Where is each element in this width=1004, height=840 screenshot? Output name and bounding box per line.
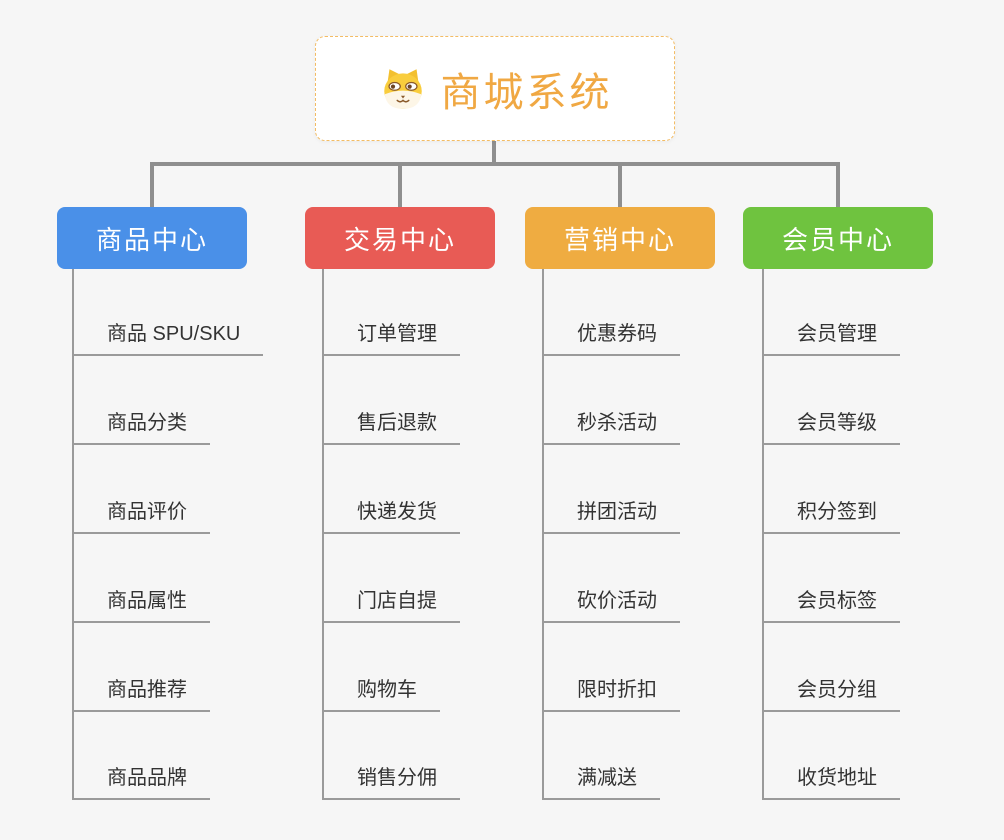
branch-product-center[interactable]: 商品中心 xyxy=(57,207,247,269)
leaf-express-shipping[interactable]: 快递发货 xyxy=(322,498,460,534)
leaf-group-buy[interactable]: 拼团活动 xyxy=(542,498,680,534)
leaf-member-level[interactable]: 会员等级 xyxy=(762,409,900,445)
branch-trade-center[interactable]: 交易中心 xyxy=(305,207,495,269)
leaf-sales-commission[interactable]: 销售分佣 xyxy=(322,764,460,800)
leaf-order-management[interactable]: 订单管理 xyxy=(322,320,460,356)
leaf-member-group[interactable]: 会员分组 xyxy=(762,676,900,712)
branch-trunk-line xyxy=(72,269,74,800)
leaf-shopping-cart[interactable]: 购物车 xyxy=(322,676,440,712)
branch-label: 营销中心 xyxy=(563,224,676,255)
shiba-dog-icon xyxy=(383,68,422,109)
root-node-label: 商城系统 xyxy=(440,70,613,115)
leaf-product-spu-sku[interactable]: 商品 SPU/SKU xyxy=(72,320,264,356)
connector-root-stub xyxy=(492,141,496,164)
leaf-product-recommend[interactable]: 商品推荐 xyxy=(72,676,210,712)
branch-marketing-center[interactable]: 营销中心 xyxy=(525,207,715,269)
leaf-shipping-address[interactable]: 收货地址 xyxy=(762,764,900,800)
leaf-limited-time-discount[interactable]: 限时折扣 xyxy=(542,676,680,712)
leaf-flash-sale[interactable]: 秒杀活动 xyxy=(542,409,680,445)
leaf-bargain-activity[interactable]: 砍价活动 xyxy=(542,587,680,623)
leaf-full-reduction[interactable]: 满减送 xyxy=(542,764,660,800)
branch-member-center[interactable]: 会员中心 xyxy=(743,207,933,269)
leaf-member-tag[interactable]: 会员标签 xyxy=(762,587,900,623)
branch-label: 商品中心 xyxy=(95,224,208,255)
branch-trunk-line xyxy=(322,269,324,800)
branch-trunk-line xyxy=(762,269,764,800)
branch-trunk-line xyxy=(542,269,544,800)
leaf-product-review[interactable]: 商品评价 xyxy=(72,498,210,534)
leaf-after-sale-refund[interactable]: 售后退款 xyxy=(322,409,460,445)
connector-drop xyxy=(150,162,154,208)
root-node[interactable]: 商城系统 xyxy=(315,36,675,141)
leaf-product-category[interactable]: 商品分类 xyxy=(72,409,210,445)
leaf-member-management[interactable]: 会员管理 xyxy=(762,320,900,356)
leaf-store-pickup[interactable]: 门店自提 xyxy=(322,587,460,623)
leaf-coupon-code[interactable]: 优惠券码 xyxy=(542,320,680,356)
connector-drop xyxy=(618,162,622,208)
connector-rail xyxy=(150,162,840,166)
connector-drop xyxy=(398,162,402,208)
connector-drop xyxy=(836,162,840,208)
leaf-product-attribute[interactable]: 商品属性 xyxy=(72,587,210,623)
branch-label: 会员中心 xyxy=(781,224,894,255)
branch-label: 交易中心 xyxy=(343,224,456,255)
leaf-points-checkin[interactable]: 积分签到 xyxy=(762,498,900,534)
leaf-product-brand[interactable]: 商品品牌 xyxy=(72,764,210,800)
